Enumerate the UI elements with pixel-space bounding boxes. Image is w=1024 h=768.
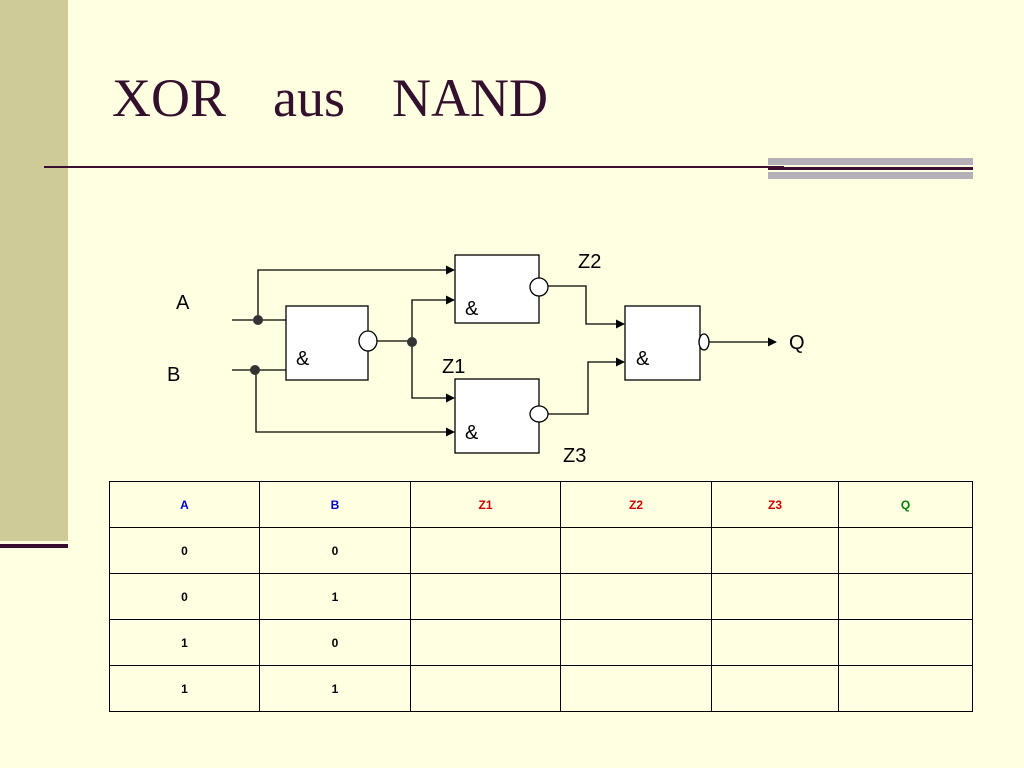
cell-a: 1: [109, 665, 260, 712]
cell-q: [838, 665, 973, 712]
output-label-q: Q: [789, 332, 805, 354]
cell-z2: [560, 527, 712, 574]
side-accent-line: [0, 544, 68, 548]
wire-z1-to-gate-z2: [411, 295, 455, 341]
cell-b: 1: [259, 573, 411, 620]
cell-z3: [711, 619, 839, 666]
gate-symbol-z3: &: [465, 422, 479, 444]
slide-title: XOR aus NAND: [112, 68, 548, 128]
gate-symbol-z1: &: [296, 348, 310, 370]
wire-z1-to-gate-z3: [411, 341, 455, 403]
wire-b-to-gate-z3: [255, 370, 455, 437]
junction-dot-b: [250, 365, 260, 375]
cell-b: 1: [259, 665, 411, 712]
title-rule: [44, 166, 784, 168]
title-rule-ornament: [768, 158, 973, 179]
node-label-z1: Z1: [442, 356, 465, 378]
nand-gate-q: [624, 305, 701, 381]
cell-z2: [560, 573, 712, 620]
header-z3: Z3: [711, 481, 839, 528]
cell-b: 0: [259, 619, 411, 666]
cell-a: 1: [109, 619, 260, 666]
gate-symbol-z2: &: [465, 298, 479, 320]
cell-q: [838, 619, 973, 666]
cell-a: 0: [109, 527, 260, 574]
cell-z1: [410, 619, 561, 666]
cell-z3: [711, 527, 839, 574]
side-accent-bar: [0, 0, 68, 541]
table-row: 0 1: [109, 573, 973, 620]
table-row: 1 1: [109, 665, 973, 712]
wire-a-to-gate-z2: [257, 265, 455, 320]
cell-z3: [711, 665, 839, 712]
wire-z2-to-gate-q: [548, 285, 625, 329]
header-q: Q: [838, 481, 973, 528]
nand-gate-z1: [285, 305, 369, 381]
junction-dot-z1: [407, 337, 417, 347]
cell-z3: [711, 573, 839, 620]
cell-z1: [410, 573, 561, 620]
node-label-z2: Z2: [578, 251, 601, 273]
cell-z2: [560, 665, 712, 712]
input-label-a: A: [176, 292, 190, 314]
header-z1: Z1: [410, 481, 561, 528]
inversion-bubble-z3: [529, 405, 549, 423]
table-row: 1 0: [109, 619, 973, 666]
cell-b: 0: [259, 527, 411, 574]
cell-z2: [560, 619, 712, 666]
cell-q: [838, 573, 973, 620]
header-a: A: [109, 481, 260, 528]
gate-symbol-q: &: [636, 348, 650, 370]
truth-table: A B Z1 Z2 Z3 Q 0 0 0 1 1 0: [109, 481, 973, 712]
nand-gate-z3: [454, 378, 540, 454]
table-header-row: A B Z1 Z2 Z3 Q: [109, 481, 973, 528]
junction-dot-a: [253, 315, 263, 325]
cell-z1: [410, 527, 561, 574]
nand-gate-z2: [454, 254, 540, 324]
inversion-bubble-z2: [529, 277, 549, 297]
wire-z3-to-gate-q: [548, 357, 625, 415]
table-row: 0 0: [109, 527, 973, 574]
header-b: B: [259, 481, 411, 528]
cell-q: [838, 527, 973, 574]
inversion-bubble-z1: [358, 330, 378, 352]
inversion-bubble-q: [698, 333, 710, 351]
header-z2: Z2: [560, 481, 712, 528]
cell-z1: [410, 665, 561, 712]
input-label-b: B: [167, 364, 180, 386]
cell-a: 0: [109, 573, 260, 620]
node-label-z3: Z3: [563, 445, 586, 467]
